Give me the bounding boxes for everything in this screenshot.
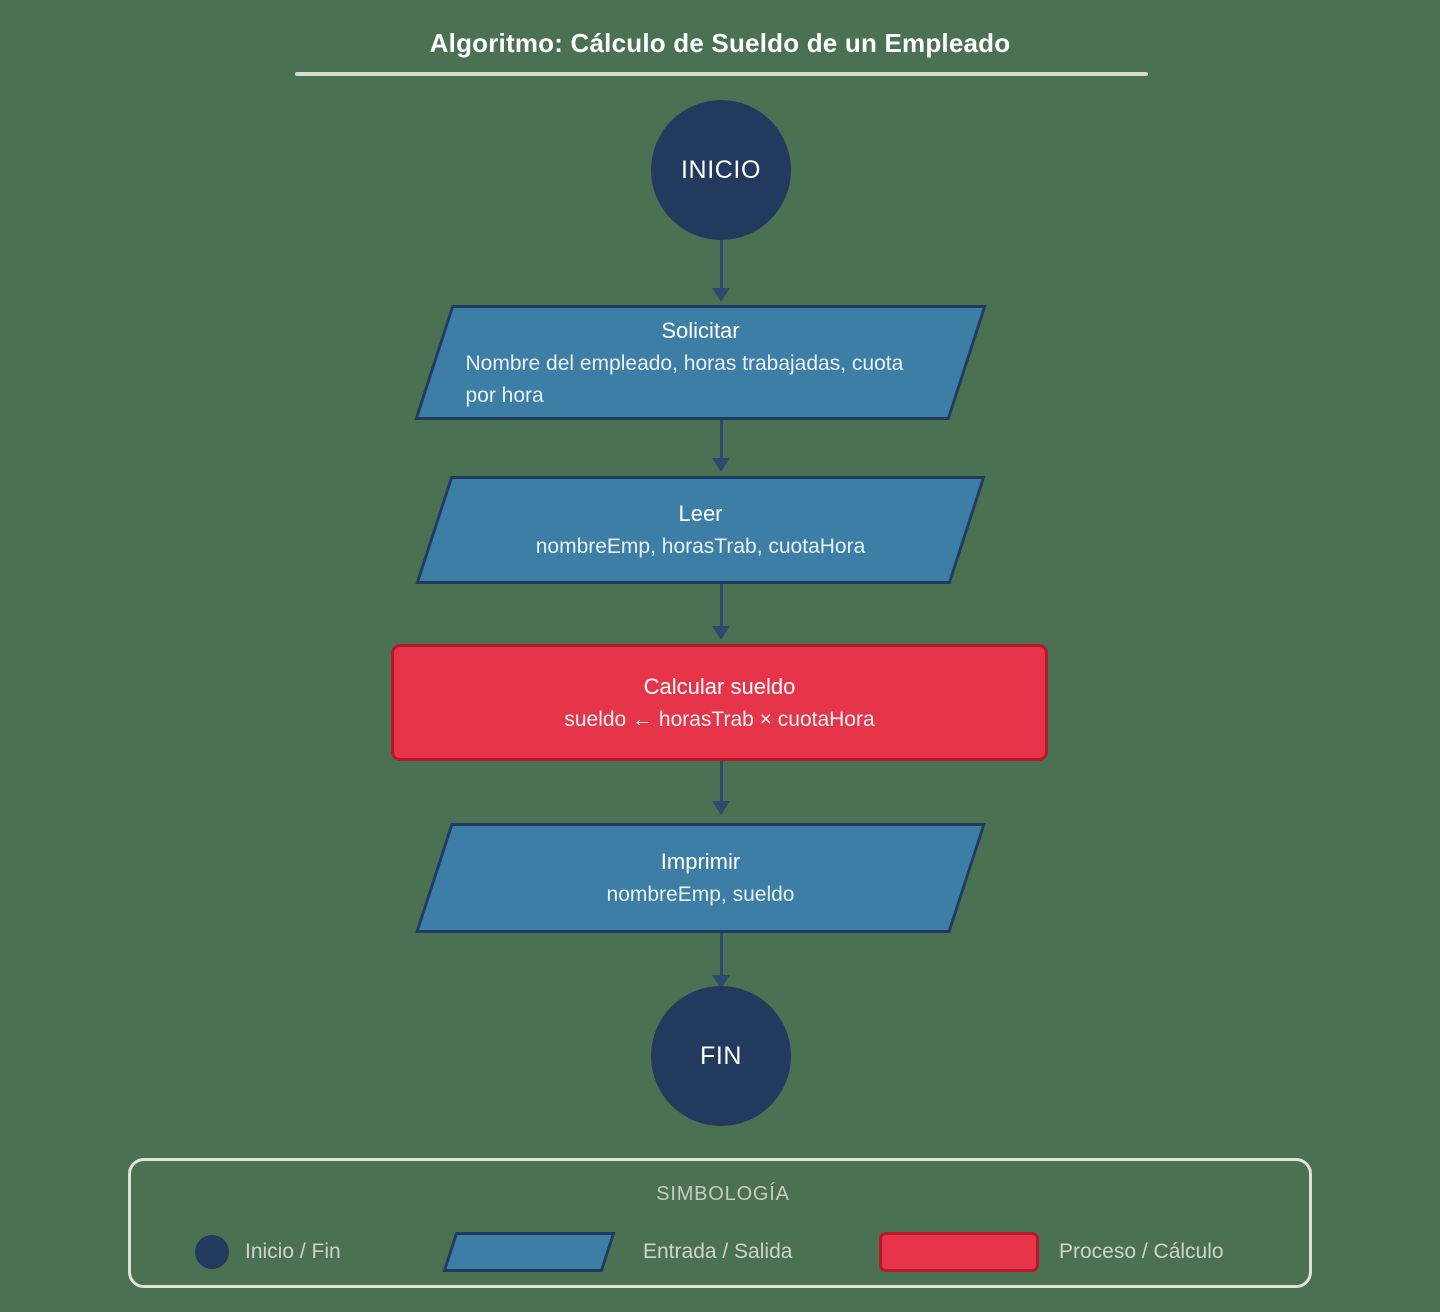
- legend-item-entrada-salida[interactable]: Entrada / Salida: [442, 1223, 793, 1281]
- parallelogram-swatch-icon: [442, 1232, 616, 1272]
- legend-item-inicio-fin-label: Inicio / Fin: [245, 1240, 341, 1263]
- rectangle-swatch-icon: [879, 1232, 1039, 1272]
- legend-item-proceso-calculo[interactable]: Proceso / Cálculo: [879, 1223, 1224, 1281]
- legend-item-proceso-calculo-label: Proceso / Cálculo: [1059, 1240, 1224, 1263]
- node-leer-shape[interactable]: [415, 476, 986, 584]
- legend-items: Inicio / Fin Entrada / Salida Proceso / …: [131, 1223, 1315, 1281]
- connector-leer-calcular: [719, 584, 723, 630]
- node-imprimir-shape[interactable]: [415, 823, 986, 933]
- arrow-head-calcular-imprimir: [712, 801, 730, 815]
- legend-item-inicio-fin[interactable]: Inicio / Fin: [195, 1223, 341, 1281]
- node-calcular-detail: sueldo ← horasTrab × cuotaHora: [564, 707, 875, 731]
- node-calcular-title: Calcular sueldo: [643, 673, 796, 699]
- page-title: Algoritmo: Cálculo de Sueldo de un Emple…: [0, 26, 1440, 60]
- node-calcular: Calcular sueldo sueldo ← horasTrab × cuo…: [391, 644, 1048, 761]
- legend-panel: SIMBOLOGÍA Inicio / Fin Entrada / Salida…: [128, 1158, 1312, 1288]
- node-fin[interactable]: FIN: [651, 986, 791, 1126]
- page-title-text: Algoritmo: Cálculo de Sueldo de un Emple…: [429, 28, 1011, 58]
- node-calcular-shape[interactable]: [391, 644, 1048, 761]
- node-inicio-label: INICIO: [681, 155, 761, 184]
- arrow-head-inicio-solicitar: [712, 288, 730, 302]
- title-divider: [295, 72, 1148, 76]
- node-fin-label: FIN: [699, 1041, 743, 1070]
- node-solicitar-shape[interactable]: [414, 305, 987, 420]
- connector-solicitar-leer: [719, 420, 723, 462]
- connector-inicio-solicitar: [719, 240, 723, 290]
- node-inicio[interactable]: INICIO: [651, 100, 791, 240]
- arrow-head-imprimir-fin: [712, 975, 730, 989]
- connector-imprimir-fin: [719, 933, 723, 979]
- connector-calcular-imprimir: [719, 761, 723, 805]
- arrow-head-leer-calcular: [712, 626, 730, 640]
- legend-item-entrada-salida-label: Entrada / Salida: [643, 1240, 793, 1263]
- legend-title: SIMBOLOGÍA: [656, 1183, 790, 1205]
- circle-swatch-icon: [195, 1235, 229, 1269]
- arrow-head-solicitar-leer: [712, 458, 730, 472]
